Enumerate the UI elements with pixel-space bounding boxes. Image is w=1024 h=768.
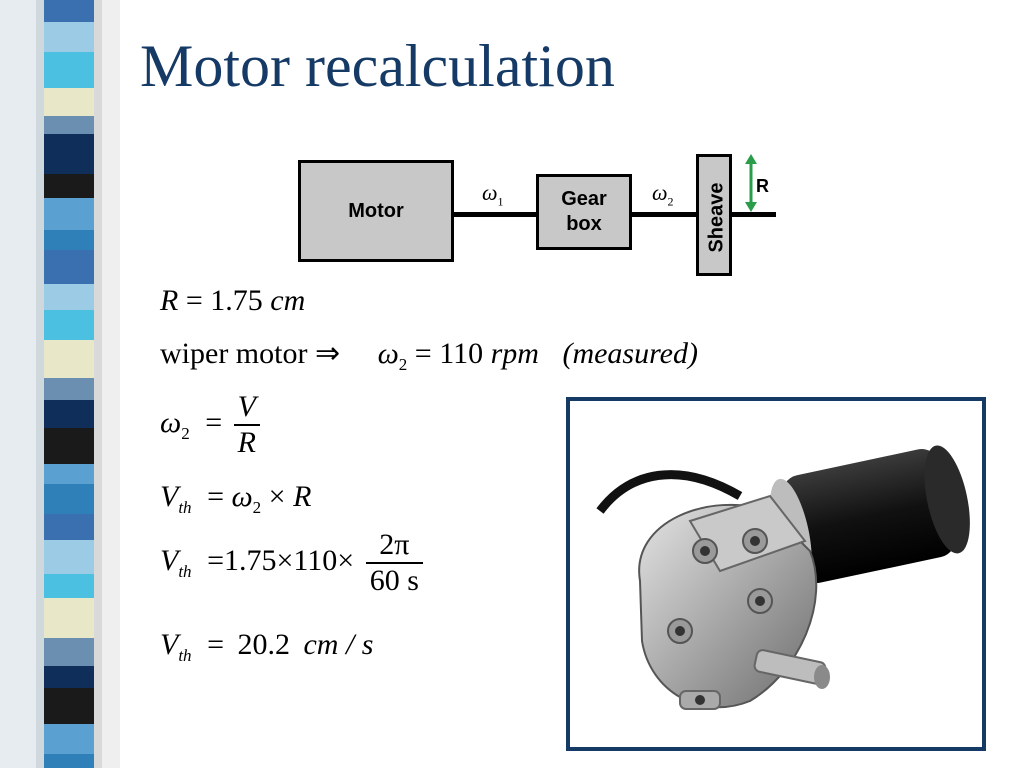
strip-block [44, 638, 94, 666]
omega1-label: ω1 [482, 180, 504, 209]
strip-block [44, 284, 94, 310]
shaft-2 [630, 212, 698, 217]
strip-block [44, 514, 94, 540]
strip-block [44, 198, 94, 230]
block-diagram: Motor ω1 Gear box ω2 Sheave R [296, 150, 786, 280]
strip-block [44, 754, 94, 768]
radius-arrow [745, 154, 757, 212]
sheave-label: Sheave [705, 181, 728, 253]
strip-block [44, 724, 94, 754]
strip-block [44, 0, 94, 22]
equation-wiper-motor: wiper motor ⇒ ω2 = 110 rpm (measured) [160, 337, 698, 374]
shaft-1 [452, 212, 538, 217]
decorative-strip [0, 0, 120, 768]
strip-block [44, 540, 94, 574]
strip-block [44, 688, 94, 724]
radius-label: R [756, 176, 769, 196]
gearbox-block: Gear box [536, 174, 632, 250]
equation-radius: R = 1.75 cm [160, 284, 306, 317]
gearbox-label-line1: Gear [561, 188, 607, 210]
shaft-3 [730, 212, 776, 217]
omega2-label: ω2 [652, 180, 674, 209]
strip-block [44, 22, 94, 52]
page-title: Motor recalculation [140, 33, 615, 99]
strip-block [44, 134, 94, 174]
strip-block [44, 340, 94, 378]
gearbox-label-line2: box [566, 213, 602, 235]
wiper-motor-photo [566, 397, 986, 751]
strip-block [44, 484, 94, 514]
strip-block [44, 574, 94, 598]
motor-label: Motor [348, 199, 404, 222]
strip-block [44, 464, 94, 484]
strip-block [44, 174, 94, 198]
strip-block [44, 250, 94, 284]
strip-block [44, 378, 94, 400]
strip-block [44, 230, 94, 250]
strip-block [44, 666, 94, 688]
sheave-block: Sheave [696, 154, 732, 276]
strip-block [44, 400, 94, 428]
equation-vth-definition: Vth = ω2 × R [160, 480, 312, 517]
strip-block [44, 116, 94, 134]
strip-block [44, 88, 94, 116]
strip-block [44, 598, 94, 638]
strip-block [44, 428, 94, 464]
equation-vth-result: Vth = 20.2 cm / s [160, 628, 374, 665]
motor-block: Motor [298, 160, 454, 262]
strip-block [44, 52, 94, 88]
strip-block [44, 310, 94, 340]
